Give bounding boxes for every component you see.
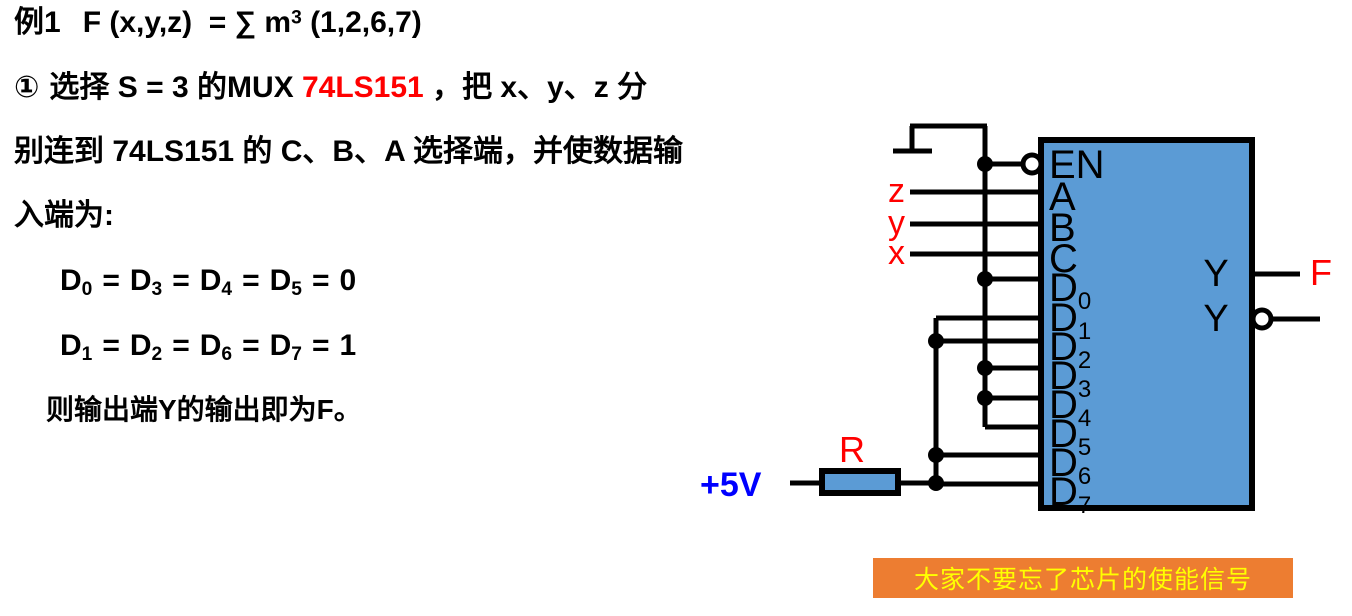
pin-label-C: C — [1049, 237, 1078, 281]
eq-term-d3: D3 — [129, 264, 163, 300]
pin-label-D1: D1 — [1049, 296, 1091, 345]
junction-d3 — [977, 360, 993, 376]
pin-label-D5: D5 — [1049, 412, 1091, 461]
eq-term-d1: D1 — [60, 329, 93, 365]
chip-name-highlight: 74LS151 — [301, 71, 424, 104]
junction-d6 — [928, 447, 944, 463]
example-number: 例1 — [14, 6, 61, 39]
junction-d2 — [928, 333, 944, 349]
eq-value-one: 1 — [339, 329, 357, 362]
eq-equals: = — [172, 264, 190, 297]
reminder-banner-text: 大家不要忘了芯片的使能信号 — [913, 566, 1252, 594]
eq-term-d4: D4 — [199, 264, 233, 300]
pin-label-A: A — [1049, 175, 1076, 219]
eq-equals: = — [311, 264, 330, 297]
en-inverting-bubble-icon — [1020, 152, 1044, 176]
pin-label-B: B — [1049, 206, 1076, 250]
equation-one-group: D1 = D2 = D6 = D7 = 1 — [60, 331, 356, 364]
eq-equals: = — [102, 264, 120, 297]
output-label-F: F — [1310, 252, 1332, 293]
junction-dots — [928, 156, 993, 491]
output-label-Y: Y — [1203, 253, 1228, 295]
lecture-text-block: 例1 F (x,y,z) = ∑ m3 (1,2,6,7) ① 选择 S = 3 的… — [14, 8, 683, 425]
junction-d4 — [977, 390, 993, 406]
instruction-line-3: 入端为: — [14, 199, 114, 232]
pin-label-D7: D7 — [1049, 470, 1091, 519]
eq-equals: = — [242, 264, 260, 297]
example-title-line: 例1 F (x,y,z) = ∑ m3 (1,2,6,7) — [14, 8, 422, 38]
instruction-line-1: ① 选择 S = 3 的MUX 74LS151 ，把 x、y、z 分 — [14, 73, 647, 103]
output-label-Ybar: Y — [1203, 298, 1228, 340]
step-marker: ① — [14, 71, 40, 104]
eq-term-d2: D2 — [129, 329, 163, 365]
instruction-text-a: 选择 S = 3 的MUX — [49, 71, 302, 104]
eq-term-d6: D6 — [199, 329, 233, 365]
equation-zero-group: D0 = D3 = D4 = D5 = 0 — [60, 266, 356, 299]
instruction-text-b: ，把 x、y、z 分 — [423, 71, 648, 104]
junction-en — [977, 156, 993, 172]
pin-label-D6: D6 — [1049, 441, 1091, 490]
junction-d7 — [928, 475, 944, 491]
chip-body-74ls151 — [1038, 137, 1255, 511]
eq-value-zero: 0 — [339, 264, 357, 297]
instruction-line-2: 别连到 74LS151 的 C、B、A 选择端，并使数据输 — [14, 135, 683, 168]
pin-label-D0: D0 — [1049, 266, 1091, 315]
pin-label-D3: D3 — [1049, 354, 1091, 403]
eq-equals: = — [172, 329, 190, 362]
reminder-banner: 大家不要忘了芯片的使能信号 — [873, 558, 1293, 598]
eq-equals: = — [242, 329, 260, 362]
pin-label-EN: EN — [1049, 143, 1105, 187]
pin-label-D2: D2 — [1049, 325, 1091, 374]
pin-label-D4: D4 — [1049, 383, 1091, 432]
conclusion-line: 则输出端Y的输出即为F。 — [46, 394, 362, 425]
eq-term-d0: D0 — [60, 264, 93, 300]
eq-equals: = — [311, 329, 330, 362]
function-expression: F (x,y,z) = ∑ m3 (1,2,6,7) — [82, 6, 422, 39]
junction-d0 — [977, 271, 993, 287]
eq-term-d5: D5 — [269, 264, 302, 300]
ybar-inverting-bubble-icon — [1250, 307, 1274, 331]
eq-equals: = — [102, 329, 120, 362]
eq-term-d7: D7 — [269, 329, 302, 365]
